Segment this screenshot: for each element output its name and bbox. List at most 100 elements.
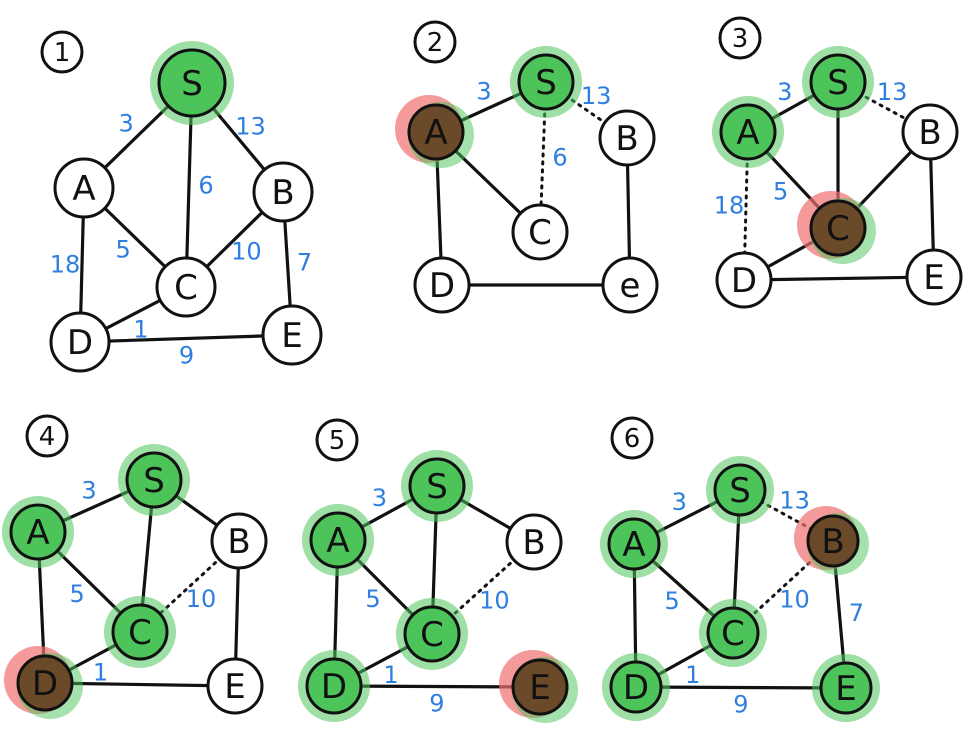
- node-label: D: [32, 664, 58, 704]
- node-label: C: [721, 614, 745, 654]
- node-circle: [809, 199, 867, 257]
- node-C: C: [155, 256, 217, 318]
- node-label: S: [729, 471, 751, 511]
- node-label: E: [529, 668, 550, 708]
- edge-weight-S-B: 13: [779, 487, 810, 515]
- node-circle: [607, 517, 661, 571]
- node-label: A: [424, 113, 447, 153]
- node-B: B: [505, 513, 563, 571]
- node-circle: [598, 109, 656, 167]
- node-label: E: [224, 667, 245, 707]
- edge-weight-S-A: 3: [119, 109, 134, 137]
- node-label: D: [321, 667, 347, 707]
- edge-weight-B-C: 10: [231, 238, 262, 266]
- node-S: S: [706, 456, 774, 524]
- edge-weight-A-C: 5: [773, 178, 788, 206]
- step-number-circle: [610, 416, 654, 460]
- edge-weight-C-D: 1: [93, 658, 108, 686]
- node-label: B: [227, 522, 250, 562]
- node-circle: [806, 514, 860, 568]
- edge-weight-A-C: 5: [664, 587, 679, 615]
- edge-weight-A-C: 5: [116, 236, 131, 264]
- edge-weight-C-D: 1: [685, 661, 700, 689]
- edge-weight-A-D: 18: [50, 251, 81, 279]
- node-circle: [157, 48, 227, 118]
- node-circle: [819, 661, 873, 715]
- node-circle: [706, 606, 760, 660]
- edge-weight-C-D: 1: [383, 661, 398, 689]
- node-circle: [719, 103, 777, 161]
- node-circle: [407, 103, 465, 161]
- node-label: C: [174, 268, 198, 308]
- node-circle: [125, 451, 183, 509]
- edge-weight-S-A: 3: [476, 78, 491, 106]
- node-C: C: [511, 203, 569, 261]
- node-circle: [305, 657, 363, 715]
- node-E: E: [812, 654, 880, 722]
- node-circle: [713, 463, 767, 517]
- node-circle: [715, 251, 773, 309]
- node-B: B: [252, 161, 314, 223]
- node-circle: [53, 157, 115, 219]
- node-C: C: [104, 596, 176, 668]
- node-D: D: [298, 650, 370, 722]
- node-circle: [206, 657, 264, 715]
- edge-weight-B-C: 10: [186, 585, 217, 613]
- node-D: D: [49, 311, 111, 373]
- node-S: S: [802, 46, 874, 118]
- node-C: C: [699, 599, 767, 667]
- node-label: B: [271, 173, 294, 213]
- step-number: 6: [624, 424, 641, 454]
- node-circle: [403, 605, 461, 663]
- step-number: 2: [427, 28, 444, 58]
- edge-weight-D-E: 9: [733, 690, 748, 718]
- node-A: A: [2, 496, 74, 568]
- edge-weight-S-A: 3: [777, 78, 792, 106]
- node-label: S: [181, 64, 203, 104]
- node-A: A: [600, 510, 668, 578]
- node-label: C: [528, 213, 552, 253]
- node-D: D: [715, 251, 773, 309]
- node-label: A: [26, 513, 49, 553]
- node-circle: [413, 256, 471, 314]
- node-circle: [511, 203, 569, 261]
- node-D: D: [413, 256, 471, 314]
- node-circle: [408, 457, 466, 515]
- step-number-circle: [718, 16, 762, 60]
- edge-weight-S-A: 3: [81, 476, 96, 504]
- edge-weight-S-B: 13: [877, 78, 908, 106]
- node-circle: [155, 256, 217, 318]
- node-circle: [809, 53, 867, 111]
- node-label: C: [826, 209, 850, 249]
- edge-D-E: [742, 275, 936, 282]
- step-number-circle: [40, 30, 84, 74]
- node-label: A: [622, 525, 645, 565]
- edge-weight-B-E: 7: [849, 599, 864, 627]
- node-circle: [9, 503, 67, 561]
- node-circle: [601, 256, 659, 314]
- node-circle: [16, 654, 74, 712]
- node-S: S: [150, 41, 234, 125]
- edge-weight-S-B: 13: [235, 113, 266, 141]
- node-label: A: [326, 521, 349, 561]
- node-label: B: [918, 113, 941, 153]
- node-E: E: [905, 248, 963, 306]
- node-A: A: [712, 96, 784, 168]
- edge-weight-B-C: 10: [779, 586, 810, 614]
- step-number-circle: [25, 414, 69, 458]
- edge-weight-B-E: 7: [297, 248, 312, 276]
- edge-weight-D-E: 9: [429, 689, 444, 717]
- node-B: B: [210, 512, 268, 570]
- step-number: 1: [54, 38, 71, 68]
- edge-weight-S-C: 6: [198, 171, 213, 199]
- node-S: S: [510, 46, 582, 118]
- node-label: D: [731, 261, 757, 301]
- node-E: E: [499, 650, 578, 723]
